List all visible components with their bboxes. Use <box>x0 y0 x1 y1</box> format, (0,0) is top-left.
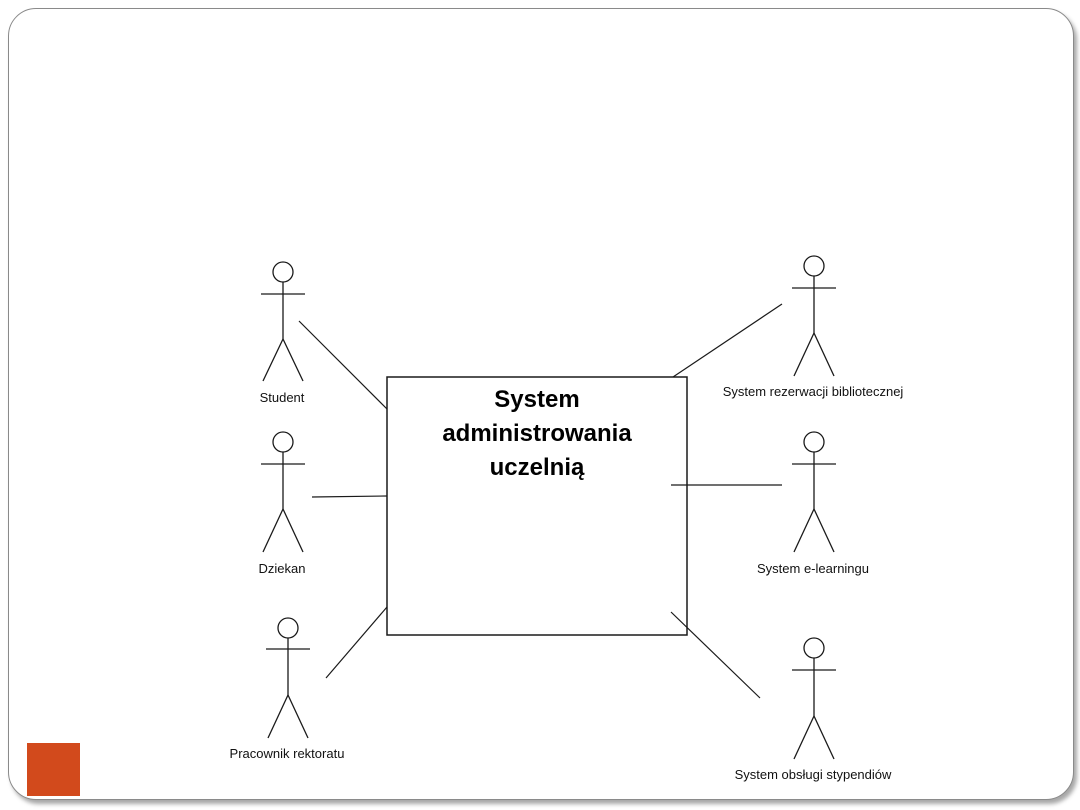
actor-label-dziekan: Dziekan <box>259 561 306 576</box>
association-dziekan <box>311 495 388 498</box>
actor-system-rezerwacji <box>792 255 836 377</box>
association-student <box>298 320 388 410</box>
slide: System administrowania uczelnią Student <box>8 8 1074 800</box>
actor-head <box>272 261 294 283</box>
system-title-line-2: administrowania <box>442 420 632 447</box>
actor-head <box>803 255 825 277</box>
actor-head <box>803 637 825 659</box>
actor-label-pracownik-rektoratu: Pracownik rektoratu <box>230 746 345 761</box>
association-pracownik <box>325 606 388 679</box>
actor-head <box>272 431 294 453</box>
system-boundary <box>386 376 688 636</box>
use-case-diagram: System administrowania uczelnią Student <box>230 255 904 782</box>
actor-system-e-learningu <box>792 431 836 553</box>
actor-label-system-rezerwacji: System rezerwacji bibliotecznej <box>723 384 904 399</box>
actor-head <box>803 431 825 453</box>
actor-head <box>277 617 299 639</box>
actor-label-student: Student <box>260 390 305 405</box>
actor-label-system-stypendiow: System obsługi stypendiów <box>735 767 892 782</box>
system-title-line-3: uczelnią <box>490 454 585 481</box>
association-stypendia <box>670 611 761 699</box>
association-lines <box>298 303 783 699</box>
actor-student <box>261 261 305 382</box>
system-title-line-1: System <box>494 386 579 413</box>
actor-system-stypendiow <box>792 637 836 760</box>
accent-square <box>27 743 80 796</box>
actor-label-system-e-learningu: System e-learningu <box>757 561 869 576</box>
association-rezerwacja <box>672 303 783 378</box>
actor-dziekan <box>261 431 305 553</box>
actor-pracownik-rektoratu <box>266 617 310 739</box>
